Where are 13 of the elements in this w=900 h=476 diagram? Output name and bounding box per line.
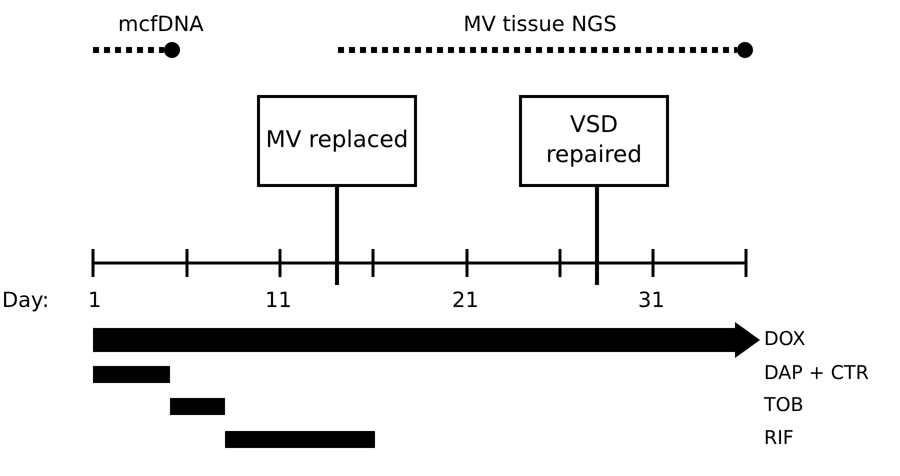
drug-label: TOB — [764, 394, 804, 416]
day-number: 21 — [452, 288, 479, 312]
day-number: 31 — [638, 288, 665, 312]
axis-label: Day: — [2, 288, 50, 312]
drug-label: DAP + CTR — [764, 362, 869, 384]
day-number: 11 — [265, 288, 292, 312]
drug-label: RIF — [764, 427, 794, 449]
day-number: 1 — [88, 288, 102, 312]
test-label: mcfDNA — [118, 12, 204, 36]
event-box: MV replaced — [257, 95, 417, 187]
drug-label: DOX — [764, 328, 806, 350]
test-label: MV tissue NGS — [462, 12, 618, 36]
event-box: VSD repaired — [519, 95, 669, 187]
